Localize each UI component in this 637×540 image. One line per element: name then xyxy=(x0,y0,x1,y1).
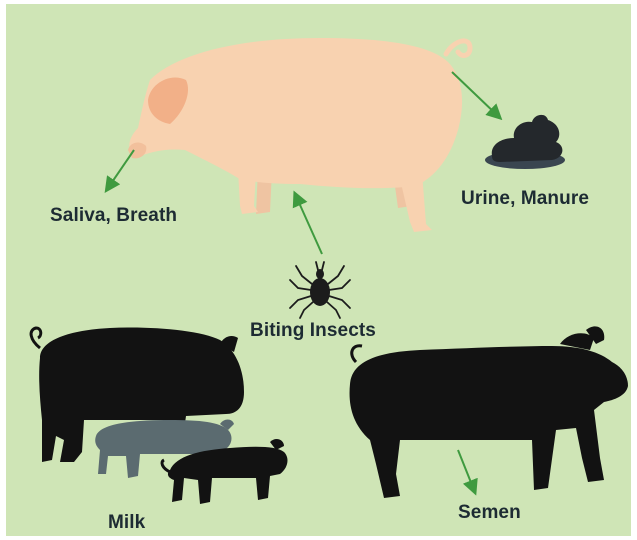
label-biting-insects: Biting Insects xyxy=(250,320,376,342)
manure-icon xyxy=(485,115,565,169)
label-urine-manure: Urine, Manure xyxy=(461,188,589,210)
arrow-insects xyxy=(296,196,322,254)
boar-icon xyxy=(350,326,628,498)
label-saliva-breath: Saliva, Breath xyxy=(50,205,177,227)
tick-icon xyxy=(290,262,350,318)
label-milk: Milk xyxy=(108,512,145,534)
arrow-saliva xyxy=(108,150,134,188)
label-semen: Semen xyxy=(458,502,521,524)
arrow-semen xyxy=(458,450,474,490)
